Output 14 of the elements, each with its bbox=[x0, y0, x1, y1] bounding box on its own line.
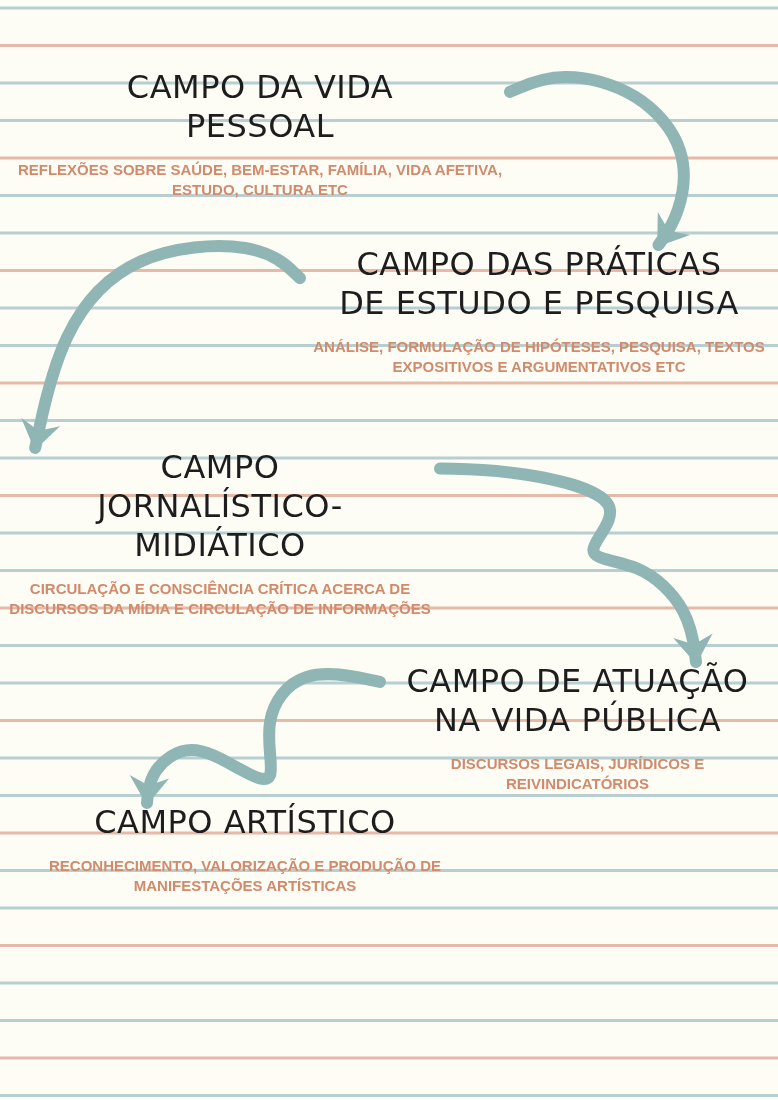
field-description: REFLEXÕES SOBRE SAÚDE, BEM-ESTAR, FAMÍLIA, VIDA AFETIVA, ESTUDO, CULTURA ETC bbox=[16, 160, 504, 201]
field-description: CIRCULAÇÃO E CONSCIÊNCIA CRÍTICA ACERCA DE DISCURSOS DA MÍDIA E CIRCULAÇÃO DE INFORMAÇÕES bbox=[8, 579, 432, 620]
field-heading: CAMPO JORNALÍSTICO-MIDIÁTICO bbox=[94, 448, 344, 566]
field-heading: CAMPO DAS PRÁTICAS DE ESTUDO E PESQUISA bbox=[338, 245, 740, 324]
field-heading: CAMPO ARTÍSTICO bbox=[93, 803, 397, 843]
field-description: ANÁLISE, FORMULAÇÃO DE HIPÓTESES, PESQUISA, TEXTOS EXPOSITIVOS E ARGUMENTATIVOS ETC bbox=[312, 337, 766, 378]
field-heading: CAMPO DE ATUAÇÃO NA VIDA PÚBLICA bbox=[405, 662, 750, 741]
field-description: DISCURSOS LEGAIS, JURÍDICOS E REIVINDICATÓRIOS bbox=[449, 754, 706, 795]
curved-arrow bbox=[434, 462, 713, 668]
curved-arrow bbox=[504, 71, 690, 251]
curved-arrow bbox=[129, 668, 386, 809]
curved-arrow bbox=[21, 240, 306, 454]
field-description: RECONHECIMENTO, VALORIZAÇÃO E PRODUÇÃO DE MANIFESTAÇÕES ARTÍSTICAS bbox=[48, 856, 442, 897]
field-heading: CAMPO DA VIDA PESSOAL bbox=[125, 68, 395, 147]
